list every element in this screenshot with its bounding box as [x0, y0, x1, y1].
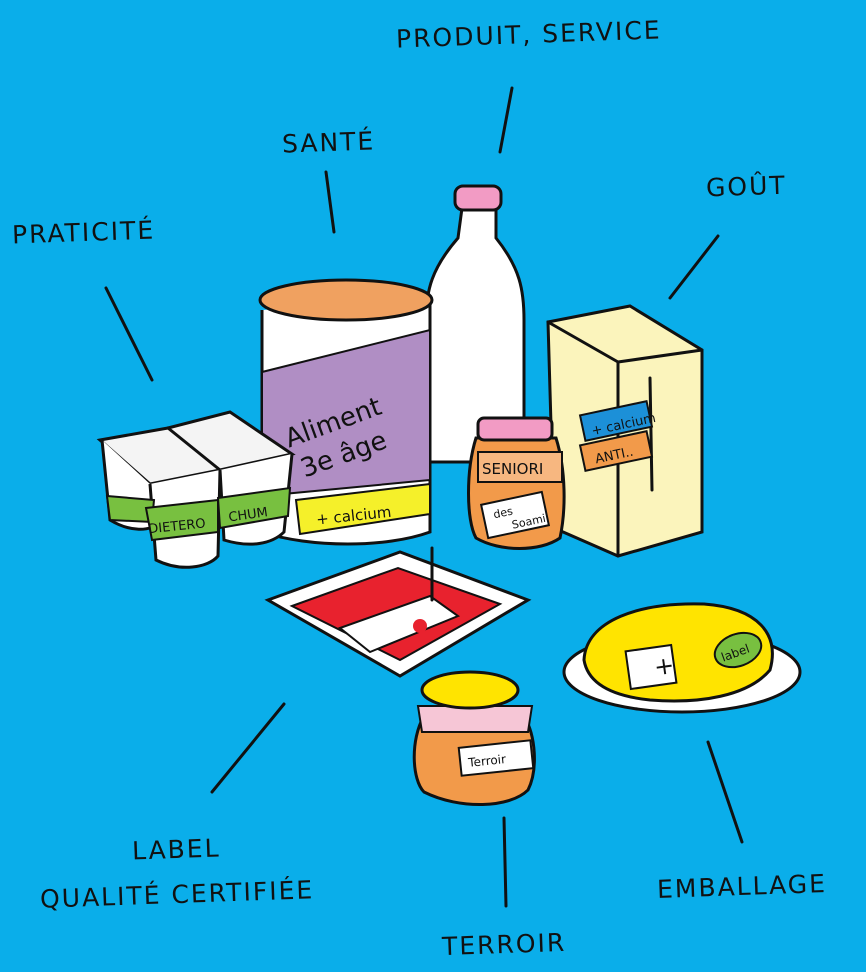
butter-cross-text: +: [652, 651, 676, 682]
jar-lid: [478, 418, 552, 440]
pointer-emballage: [708, 742, 742, 842]
label-sante: SANTÉ: [282, 126, 376, 158]
jar-lid-yellow: [422, 672, 518, 708]
pointer-sante: [326, 172, 334, 232]
label-praticite: PRATICITÉ: [12, 216, 156, 250]
bottle-cap: [455, 186, 501, 210]
yogurt-pack: DIETERO CHUM: [100, 412, 292, 567]
label-gout: GOÛT: [706, 171, 788, 203]
jar-label-text: SENIORI: [482, 460, 543, 478]
label-emballage: EMBALLAGE: [657, 869, 828, 904]
label-label: LABEL: [132, 833, 221, 865]
jar-cloth: [418, 706, 532, 732]
pointer-gout: [670, 236, 718, 298]
terroir-jar: Terroir: [414, 672, 534, 805]
seniori-jar: SENIORI des Soami: [469, 418, 565, 549]
label-terroir: TERROIR: [442, 928, 567, 961]
pointer-label: [212, 704, 284, 792]
pointer-praticite: [106, 288, 152, 380]
cereal-box: + calcium ANTI..: [548, 306, 702, 556]
butter-dish: + label: [564, 604, 800, 712]
meat-tray: [268, 548, 528, 676]
pointer-terroir: [504, 818, 506, 906]
pointer-produit: [500, 88, 512, 152]
tin-lid: [260, 280, 432, 320]
